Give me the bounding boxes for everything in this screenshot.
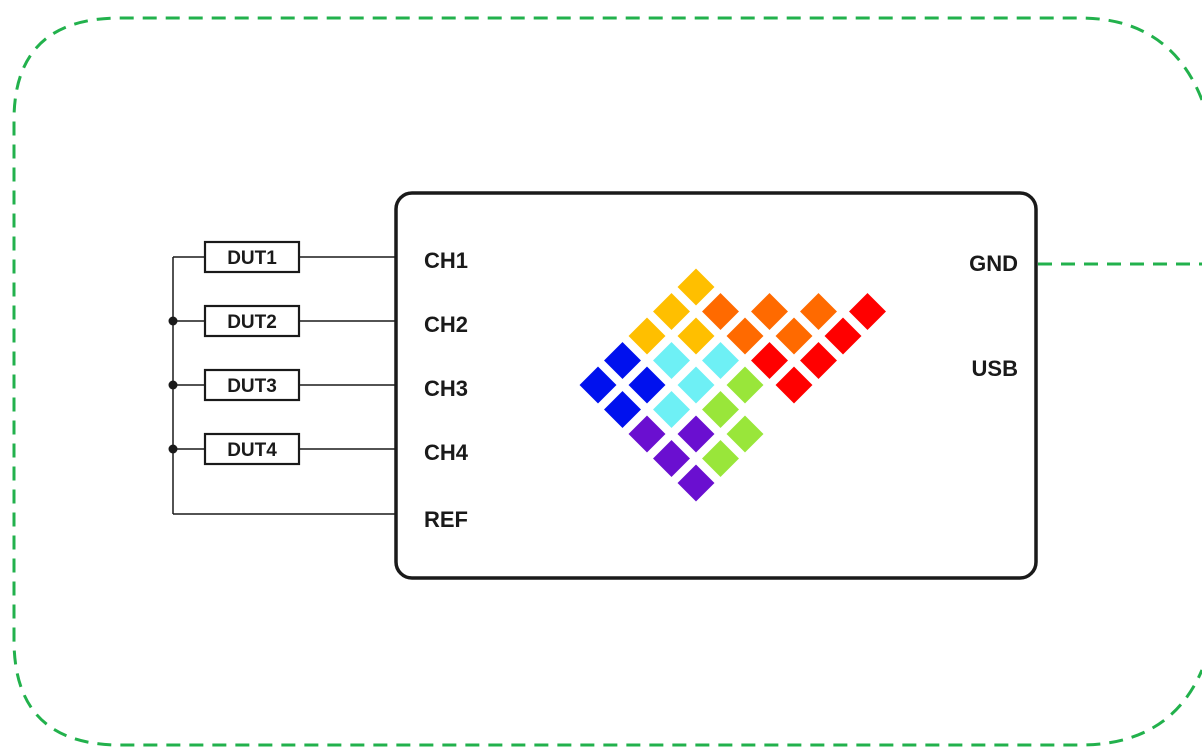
logo-tile-orange — [773, 315, 815, 357]
pin-ref-label: REF — [424, 507, 468, 532]
logo-tile-purple — [650, 437, 693, 480]
dut3-label: DUT3 — [227, 376, 277, 397]
logo-tile-red — [822, 315, 864, 357]
logo-tile-red — [797, 339, 840, 382]
pin-ch2-label: CH2 — [424, 312, 468, 337]
junction-dot — [168, 316, 178, 326]
logo-tile-green — [724, 413, 766, 455]
logo-tile-cyan — [699, 339, 742, 382]
logo-tile-yellow — [626, 315, 668, 357]
logo-tile-red — [846, 290, 889, 333]
logo-tile-purple — [675, 462, 717, 504]
pin-gnd-label: GND — [969, 251, 1018, 276]
logo-tile-blue — [626, 364, 668, 406]
logo-tile-red — [748, 339, 791, 382]
logo-tile-yellow — [675, 315, 717, 357]
pin-usb-label: USB — [972, 356, 1018, 381]
logo-tile-blue — [577, 364, 619, 406]
pin-ch3-label: CH3 — [424, 376, 468, 401]
dut4-label: DUT4 — [227, 440, 277, 461]
logo-tile-blue — [601, 388, 644, 431]
dut3-component: DUT3 — [203, 368, 301, 402]
logo-tile-cyan — [650, 339, 693, 382]
logo-tile-orange — [797, 290, 840, 333]
dut1-label: DUT1 — [227, 248, 277, 269]
logo-tile-purple — [626, 413, 668, 455]
logo-tile-blue — [601, 339, 644, 382]
logo-tile-green — [699, 388, 742, 431]
logo-tile-yellow — [650, 290, 693, 333]
logo-tile-green — [699, 437, 742, 480]
logo-tile-cyan — [650, 388, 693, 431]
logo-tile-cyan — [675, 364, 717, 406]
dut2-label: DUT2 — [227, 312, 277, 333]
logo-tile-orange — [724, 315, 766, 357]
logo-tile-red — [773, 364, 815, 406]
dut4-component: DUT4 — [203, 432, 301, 466]
logo-tile-green — [724, 364, 766, 406]
device-logo — [577, 266, 889, 504]
dut1-component: DUT1 — [203, 240, 301, 274]
logo-tile-yellow — [675, 266, 717, 308]
pin-ch4-label: CH4 — [424, 440, 469, 465]
junction-dot — [168, 380, 178, 390]
pin-ch1-label: CH1 — [424, 248, 468, 273]
junction-dot — [168, 444, 178, 454]
logo-tile-purple — [675, 413, 717, 455]
logo-tile-orange — [699, 290, 742, 333]
dut2-component: DUT2 — [203, 304, 301, 338]
enclosure-boundary — [12, 16, 1202, 747]
logo-tile-orange — [748, 290, 791, 333]
